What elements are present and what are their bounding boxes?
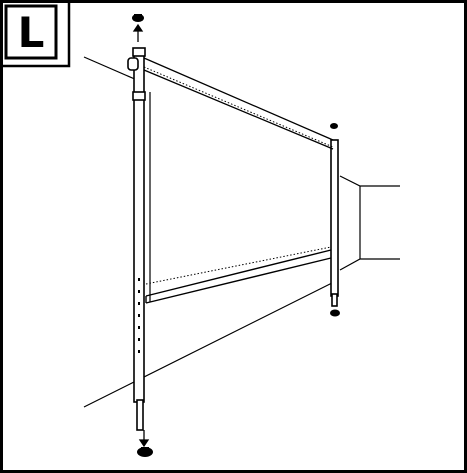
- left-pole: [127, 47, 146, 431]
- pole-holes: [138, 278, 140, 353]
- end-cap-icon: [132, 14, 144, 22]
- arrow-up-icon: [132, 23, 144, 42]
- foot-pad-icon: [330, 309, 340, 317]
- ceiling-line: [83, 56, 138, 81]
- window-recess-lower: [339, 258, 400, 271]
- step-label: L: [17, 7, 45, 57]
- step-tab-border: [1, 1, 71, 68]
- step-box: [4, 4, 58, 60]
- room-lines: [83, 56, 400, 408]
- blind-screen: [143, 57, 334, 304]
- end-cap-icon: [330, 123, 338, 129]
- arrow-down-icon: [138, 430, 150, 448]
- floor-line: [83, 279, 339, 408]
- right-pole: [330, 139, 339, 307]
- window-recess: [339, 175, 400, 187]
- foot-pad-icon: [137, 447, 153, 457]
